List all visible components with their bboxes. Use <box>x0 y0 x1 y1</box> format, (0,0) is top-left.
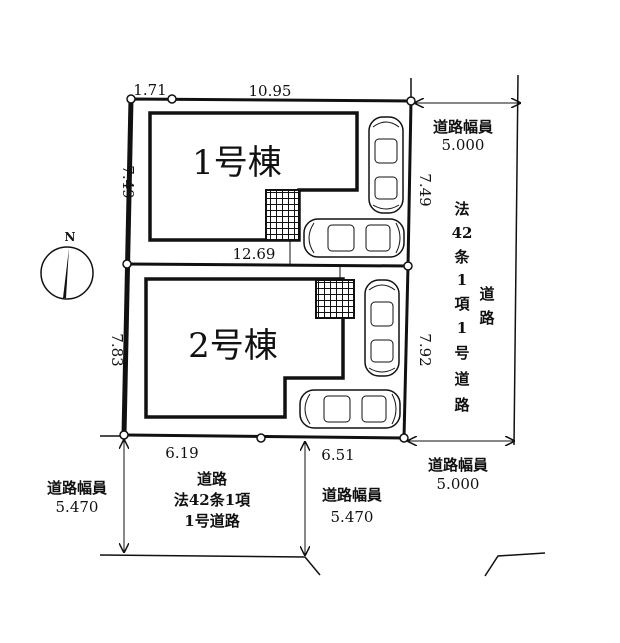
building-1-entrance-hatch <box>265 189 300 241</box>
east-road: 道路幅員 5.000 法 42 条 1 項 1 号 道 路 道 路 道路幅員 5… <box>408 74 520 493</box>
east-road-width-value-top: 5.000 <box>442 136 485 154</box>
dim-left-lower: 7.83 <box>108 333 126 366</box>
parking-car-icon <box>368 116 404 214</box>
south-road-type-line2: 1号道路 <box>184 512 240 530</box>
east-road-type-char: 路 <box>454 396 470 414</box>
boundary-markers <box>119 94 416 443</box>
dim-middle: 12.69 <box>233 245 276 263</box>
east-road-type-char: 項 <box>454 295 470 313</box>
east-road-width-value-bottom: 5.000 <box>437 475 480 493</box>
south-road-width-label-mid: 道路幅員 <box>322 486 382 504</box>
south-road-width-label-left: 道路幅員 <box>47 479 107 497</box>
south-road-width-value-left: 5.470 <box>56 498 99 516</box>
south-road-type-line1: 法42条1項 <box>174 491 251 509</box>
south-road-width-value-mid: 5.470 <box>331 508 374 526</box>
east-road-width-label-top: 道路幅員 <box>433 118 493 136</box>
parking-car-icon <box>299 389 401 429</box>
east-road-name-char: 道 <box>479 285 494 303</box>
parking-car-icon <box>364 279 400 377</box>
parking-car-icon <box>303 218 405 258</box>
east-road-name-char: 路 <box>479 309 495 327</box>
east-road-type-char: 条 <box>453 248 470 266</box>
dim-bottom-left: 6.19 <box>165 444 198 462</box>
north-compass-icon: N <box>40 230 94 300</box>
east-road-type-char: 1 <box>457 319 467 337</box>
building-2-entrance-hatch <box>315 279 355 319</box>
east-road-width-label-bottom: 道路幅員 <box>428 456 488 474</box>
dim-bottom-right: 6.51 <box>321 446 354 464</box>
compass-north-label: N <box>65 230 76 244</box>
south-road: 道路 法42条1項 1号道路 道路幅員 5.470 道路幅員 5.470 <box>47 440 546 577</box>
south-road-name: 道路 <box>197 470 228 488</box>
dim-top-short: 1.71 <box>133 81 166 99</box>
east-road-type-char: 号 <box>454 344 469 362</box>
building-2-label: 2号棟 <box>188 326 278 366</box>
dim-right-upper: 7.49 <box>416 173 434 206</box>
building-1-label: 1号棟 <box>192 143 282 183</box>
east-road-type-char: 42 <box>452 224 473 242</box>
east-road-type-char: 1 <box>457 271 467 289</box>
east-road-type-char: 法 <box>454 200 469 218</box>
east-road-type-char: 道 <box>454 370 469 388</box>
dim-top-long: 10.95 <box>249 82 292 100</box>
dim-right-lower: 7.92 <box>416 333 434 366</box>
dim-left-upper: 7.49 <box>119 165 137 198</box>
